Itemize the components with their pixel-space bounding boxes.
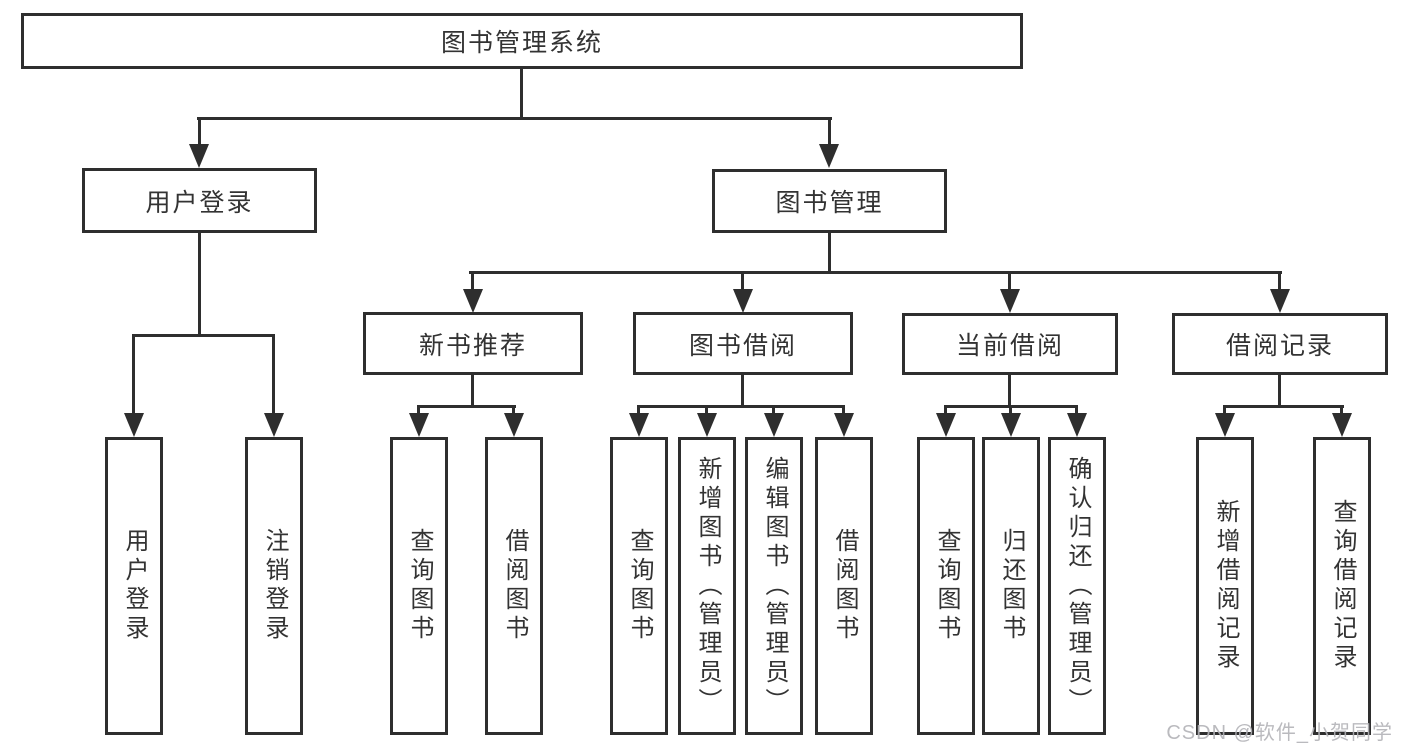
connector-stem	[944, 405, 947, 417]
connector-stem	[828, 117, 831, 147]
connector-stem	[272, 334, 275, 416]
leaf-query-books-1: 查询图书	[390, 437, 448, 735]
connector-stem	[705, 405, 708, 417]
arrowhead-icon	[697, 413, 717, 437]
connector-stem	[1340, 405, 1343, 417]
arrowhead-icon	[733, 289, 753, 313]
connector-userlogin-stem	[198, 233, 201, 336]
leaf-query-borrow-record: 查询借阅记录	[1313, 437, 1371, 735]
connector-stem	[1009, 405, 1012, 417]
node-root: 图书管理系统	[21, 13, 1023, 69]
connector-group-stem	[471, 374, 474, 408]
leaf-query-books-3: 查询图书	[917, 437, 975, 735]
connector-group-bar	[1223, 405, 1344, 408]
leaf-add-borrow-record: 新增借阅记录	[1196, 437, 1254, 735]
leaf-edit-books-admin: 编辑图书（管理员）	[745, 437, 803, 735]
csdn-watermark: CSDN @软件_小贺同学	[1166, 722, 1393, 744]
connector-stem	[132, 334, 135, 416]
connector-level1-bar	[197, 117, 832, 120]
arrowhead-icon	[264, 413, 284, 437]
connector-userlogin-bar	[132, 334, 274, 337]
node-new-book-recommend: 新书推荐	[363, 312, 583, 375]
connector-stem	[637, 405, 640, 417]
node-book-borrow: 图书借阅	[633, 312, 853, 375]
connector-stem	[1278, 271, 1281, 293]
connector-group-bar	[637, 405, 845, 408]
node-borrow-record: 借阅记录	[1172, 313, 1388, 375]
leaf-query-books-2: 查询图书	[610, 437, 668, 735]
connector-stem	[842, 405, 845, 417]
arrowhead-icon	[409, 413, 429, 437]
connector-stem	[417, 405, 420, 417]
leaf-return-books: 归还图书	[982, 437, 1040, 735]
arrowhead-icon	[1215, 413, 1235, 437]
leaf-borrow-books-1: 借阅图书	[485, 437, 543, 735]
node-current-borrow: 当前借阅	[902, 313, 1118, 375]
connector-stem	[772, 405, 775, 417]
node-book-management: 图书管理	[712, 169, 947, 233]
leaf-add-books-admin: 新增图书（管理员）	[678, 437, 736, 735]
connector-stem	[1008, 271, 1011, 293]
connector-stem	[512, 405, 515, 417]
connector-bookmgmt-stem	[828, 233, 831, 273]
connector-level2-bar	[469, 271, 1282, 274]
arrowhead-icon	[764, 413, 784, 437]
arrowhead-icon	[504, 413, 524, 437]
connector-group-stem	[741, 374, 744, 408]
node-user-login: 用户登录	[82, 168, 317, 233]
arrowhead-icon	[1000, 289, 1020, 313]
connector-group-stem	[1278, 374, 1281, 408]
arrowhead-icon	[834, 413, 854, 437]
arrowhead-icon	[1270, 289, 1290, 313]
arrowhead-icon	[1332, 413, 1352, 437]
arrowhead-icon	[819, 144, 839, 168]
connector-stem	[1223, 405, 1226, 417]
connector-stem	[1075, 405, 1078, 417]
arrowhead-icon	[189, 144, 209, 168]
leaf-confirm-return-admin: 确认归还（管理员）	[1048, 437, 1106, 735]
arrowhead-icon	[629, 413, 649, 437]
connector-stem	[198, 117, 201, 147]
connector-group-bar	[417, 405, 516, 408]
leaf-borrow-books-2: 借阅图书	[815, 437, 873, 735]
connector-stem	[471, 271, 474, 293]
arrowhead-icon	[463, 289, 483, 313]
arrowhead-icon	[1067, 413, 1087, 437]
arrowhead-icon	[936, 413, 956, 437]
arrowhead-icon	[124, 413, 144, 437]
connector-stem	[741, 271, 744, 293]
leaf-logout: 注销登录	[245, 437, 303, 735]
leaf-user-login: 用户登录	[105, 437, 163, 735]
connector-root-stem	[520, 69, 523, 119]
connector-group-stem	[1008, 374, 1011, 408]
arrowhead-icon	[1001, 413, 1021, 437]
